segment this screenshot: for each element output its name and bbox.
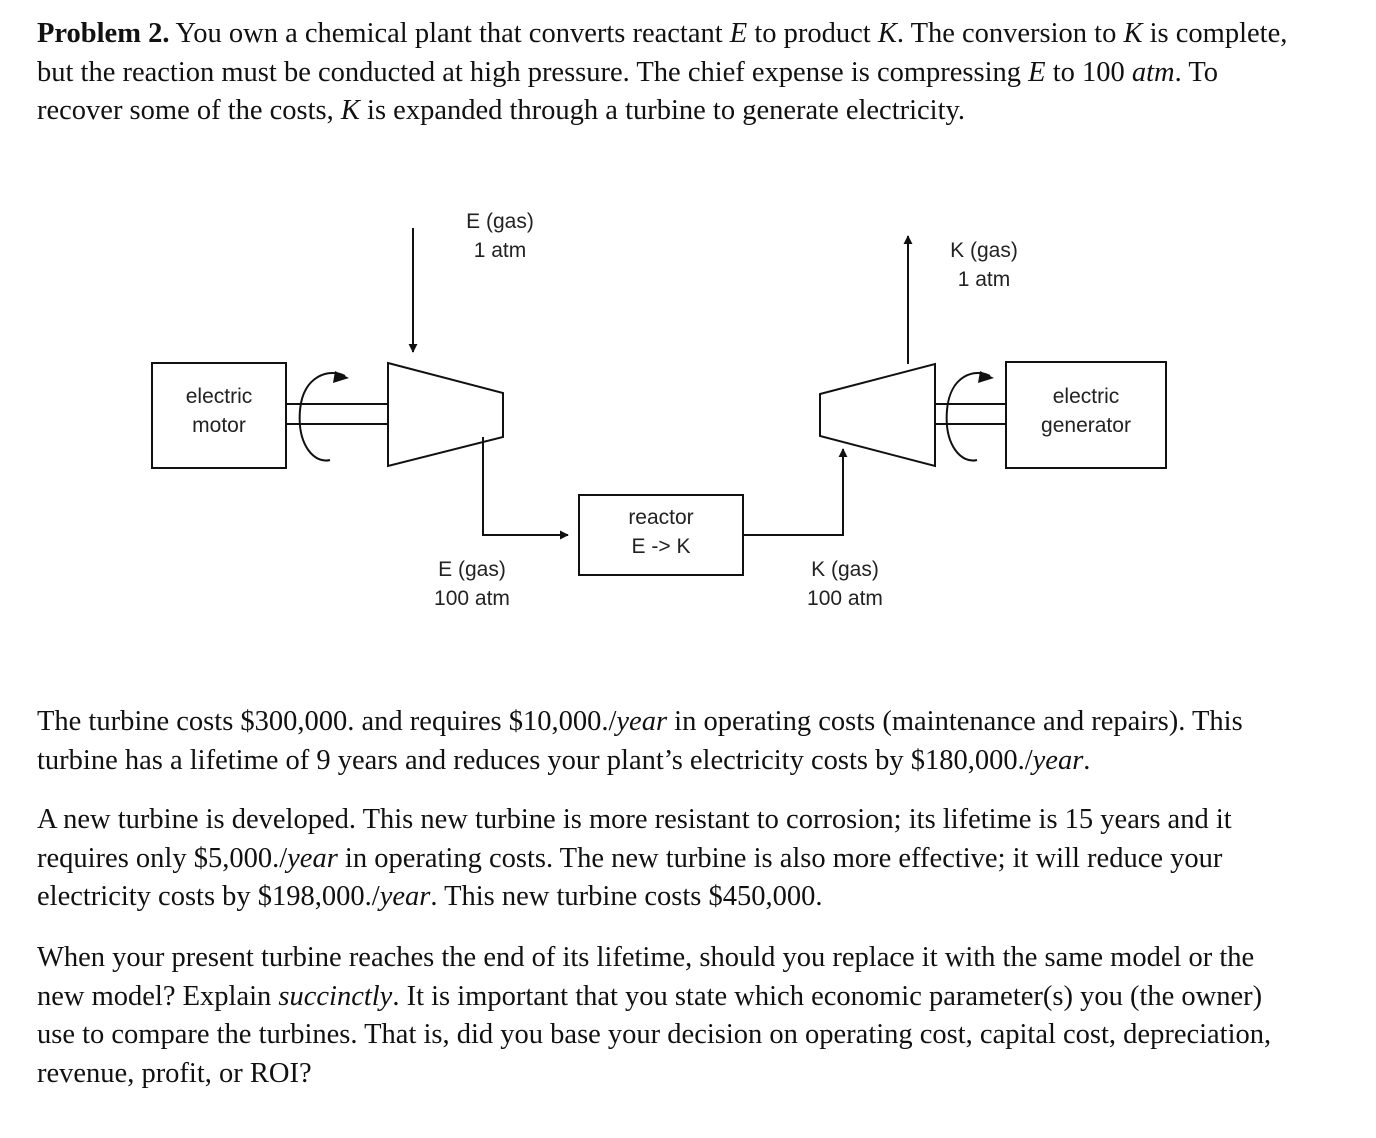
electric-motor-label: electric motor bbox=[185, 385, 253, 437]
rotation-arrowhead-icon bbox=[978, 371, 994, 383]
electric-generator-box bbox=[1005, 361, 1167, 469]
turbine-shape bbox=[819, 362, 936, 468]
unit-atm: atm bbox=[1131, 56, 1175, 88]
intro-text: . The conversion to bbox=[896, 18, 1124, 49]
new-turbine-paragraph: A new turbine is developed. This new tur… bbox=[37, 804, 1232, 912]
electric-motor-box bbox=[151, 362, 287, 469]
compressed-k-label: K (gas) 100 atm bbox=[807, 558, 883, 610]
compressed-e-label: E (gas) 100 atm bbox=[434, 558, 510, 610]
turbine-costs-paragraph: The turbine costs $300,000. and requires… bbox=[37, 706, 1243, 776]
intro-text: is expanded through a turbine to generat… bbox=[359, 95, 966, 126]
problem-statement: Problem 2. You own a chemical plant that… bbox=[37, 15, 1297, 131]
unit-year: year bbox=[287, 842, 338, 874]
var-k: K bbox=[1123, 18, 1143, 49]
compressed-k-line bbox=[743, 448, 848, 536]
intro-text: is complete, but the reaction must be co… bbox=[37, 18, 1288, 88]
rotation-arrowhead-icon bbox=[333, 371, 349, 383]
intro-text: to 100 bbox=[1045, 56, 1132, 88]
var-k: K bbox=[340, 95, 360, 126]
electric-generator-label: electric generator bbox=[1041, 385, 1131, 437]
intro-text: to product bbox=[747, 18, 878, 49]
compressor-shape bbox=[387, 361, 504, 468]
var-e: E bbox=[729, 18, 748, 49]
feed-e-label: E (gas) 1 atm bbox=[466, 210, 534, 262]
var-k: K bbox=[877, 18, 897, 49]
rotation-arrow-icon bbox=[298, 372, 346, 462]
question-paragraph: When your present turbine reaches the en… bbox=[37, 942, 1272, 1089]
unit-year: year bbox=[379, 881, 431, 912]
compressed-e-line bbox=[482, 437, 569, 540]
problem-heading: Problem 2. bbox=[37, 18, 170, 49]
product-k-label: K (gas) 1 atm bbox=[950, 239, 1018, 291]
var-e: E bbox=[1028, 56, 1046, 88]
intro-text: You own a chemical plant that converts r… bbox=[169, 18, 730, 49]
reactor-label: reactor E -> K bbox=[628, 506, 694, 558]
unit-year: year bbox=[1032, 744, 1084, 776]
intro-text: . To recover some of the costs, bbox=[37, 56, 1219, 127]
rotation-arrow-icon bbox=[945, 372, 991, 462]
unit-year: year bbox=[616, 706, 668, 737]
emphasis-text: succinctly bbox=[278, 980, 393, 1012]
